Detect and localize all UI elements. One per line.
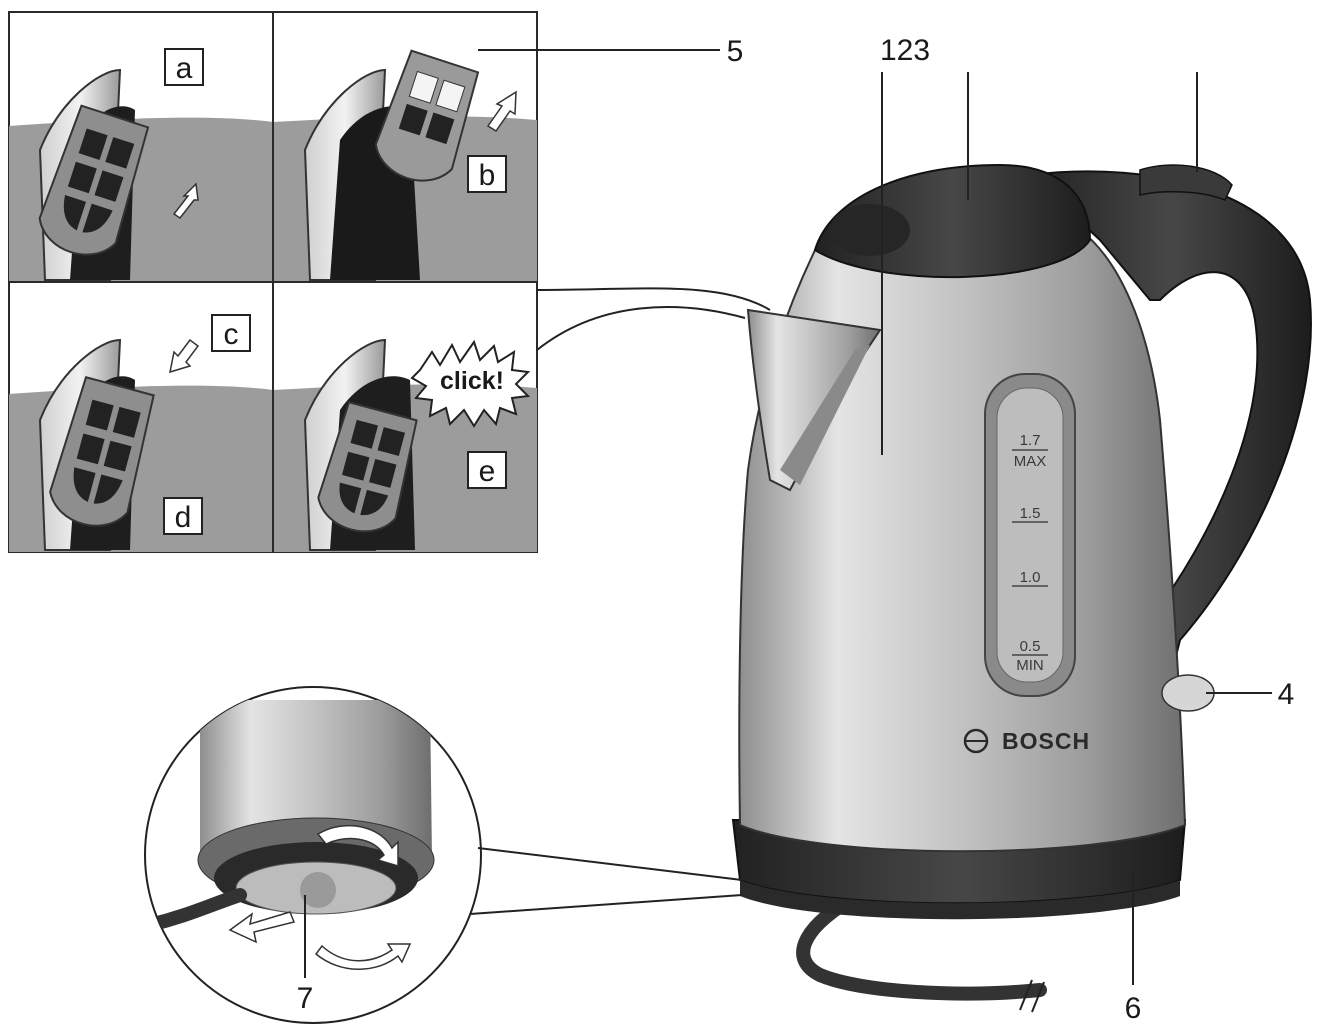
svg-text:e: e [479, 455, 496, 488]
callout-123: 123 [880, 34, 1198, 455]
svg-text:6: 6 [1125, 992, 1142, 1025]
svg-text:b: b [479, 159, 496, 192]
scale-max-value: 1.7 [1020, 432, 1041, 449]
step-a-illustration [38, 68, 199, 281]
svg-text:7: 7 [297, 982, 314, 1015]
callout-6: 6 [1125, 872, 1142, 1025]
step-label-d: d [163, 497, 203, 535]
filter-steps-panel: click! a b c d e [8, 11, 538, 553]
base-detail-magnifier [144, 686, 743, 1024]
power-cord [796, 893, 1047, 1001]
click-label: click! [440, 367, 504, 395]
scale-min-label: MIN [1016, 657, 1044, 674]
svg-text:5: 5 [727, 35, 744, 68]
scale-min-value: 0.5 [1020, 638, 1041, 655]
detail-connector [536, 306, 746, 351]
arrow-icon [228, 911, 296, 944]
svg-text:a: a [176, 52, 193, 85]
step-e-illustration: click! [303, 338, 531, 551]
water-level-window: 1.7 MAX 1.5 1.0 0.5 MIN [984, 373, 1076, 697]
kettle-body [738, 228, 1187, 853]
step-b-illustration [303, 49, 517, 281]
bosch-armature-icon [963, 728, 989, 754]
svg-text:123: 123 [880, 34, 930, 67]
svg-text:c: c [224, 318, 239, 351]
callout-4: 4 [1206, 678, 1294, 711]
scale-max-label: MAX [1014, 453, 1047, 470]
lid-button [830, 204, 910, 256]
spout [746, 308, 882, 492]
lid-release-switch [1139, 164, 1233, 201]
kettle: 1.7 MAX 1.5 1.0 0.5 MIN BOSCH [731, 163, 1312, 1013]
arrow-icon [314, 943, 412, 970]
arrow-icon [316, 824, 399, 868]
click-burst-icon [410, 339, 531, 428]
step-cd-illustration [38, 338, 200, 551]
step-label-b: b [467, 155, 507, 193]
brand-logo: BOSCH [963, 728, 1090, 754]
step-label-c: c [211, 314, 251, 352]
scale-mark-10: 1.0 [1020, 569, 1041, 586]
svg-text:BOSCH: BOSCH [1002, 728, 1090, 754]
step-label-a: a [164, 48, 204, 86]
scale-mark-15: 1.5 [1020, 505, 1041, 522]
step-label-e: e [467, 451, 507, 489]
callout-7: 7 [297, 895, 314, 1015]
svg-text:4: 4 [1278, 678, 1295, 711]
handle [1027, 170, 1312, 681]
svg-text:d: d [175, 501, 192, 534]
callout-5: 5 [478, 35, 743, 68]
detail-connector [536, 287, 771, 311]
